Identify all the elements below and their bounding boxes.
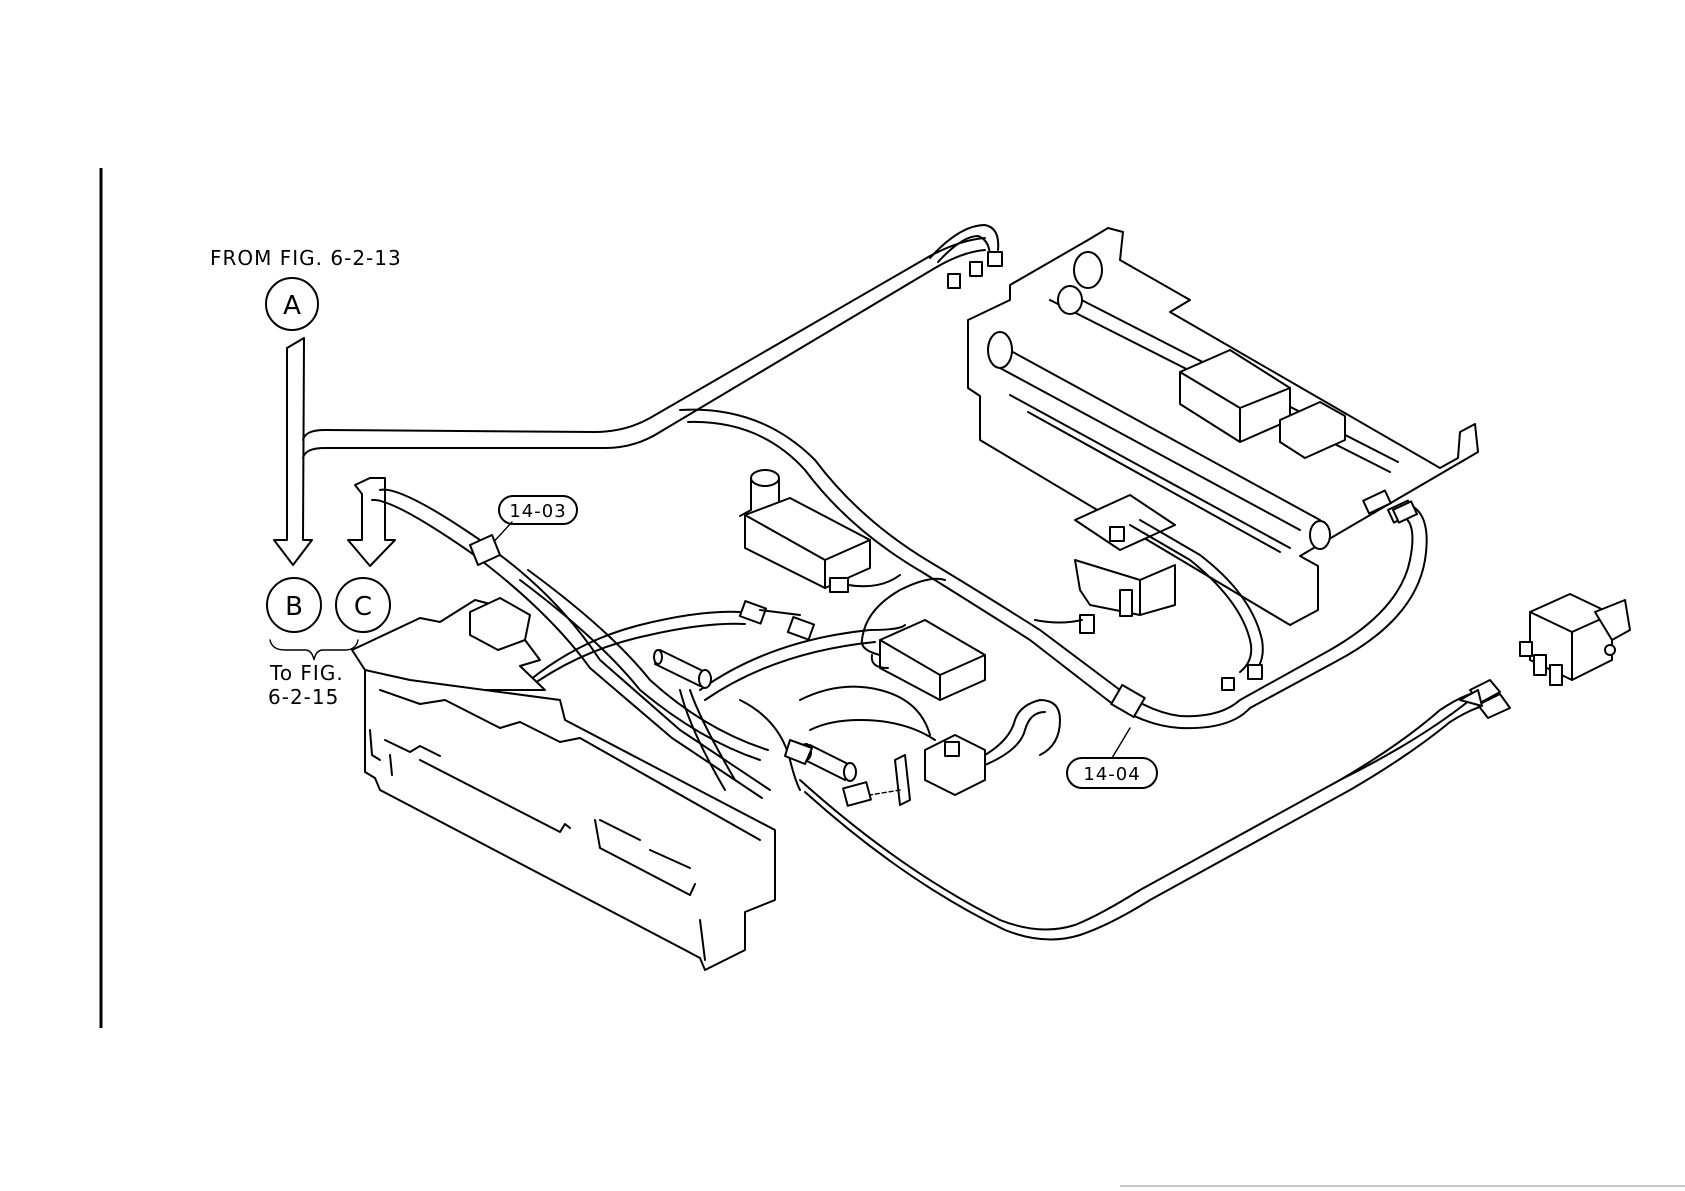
- part-callout-14-04: 14-04: [1067, 728, 1157, 788]
- harness-main-trunk: [303, 225, 1002, 458]
- inline-suppressor-lower: [785, 740, 856, 781]
- connector-b-letter: B: [285, 592, 303, 622]
- connector-a-letter: A: [283, 291, 301, 321]
- to-fig-label-line2: 6-2-15: [268, 685, 339, 709]
- arrow-to-c: [348, 478, 395, 566]
- left-mounting-panel: [352, 598, 775, 970]
- to-fig-brace: [270, 640, 358, 660]
- from-fig-label: FROM FIG. 6-2-13: [210, 246, 402, 270]
- center-filter-block: [862, 579, 985, 700]
- part-number-14-04: 14-04: [1083, 764, 1140, 785]
- connector-a: A: [266, 278, 318, 330]
- inline-connector-lower: [843, 700, 1060, 806]
- roller-unit-assembly: [968, 228, 1478, 625]
- connector-c: C: [336, 578, 390, 632]
- part-callout-14-03: 14-03: [488, 496, 577, 548]
- rocker-switch: [1520, 594, 1630, 685]
- harness-lower-route: [800, 680, 1510, 939]
- center-connectors: [740, 601, 814, 640]
- connector-b: B: [267, 578, 321, 632]
- connector-c-letter: C: [354, 592, 372, 622]
- harness-clamp-14-04: [1111, 685, 1145, 717]
- to-fig-label-line1: To FIG.: [269, 661, 344, 685]
- inline-suppressor-upper: [654, 650, 711, 688]
- part-number-14-03: 14-03: [509, 501, 566, 522]
